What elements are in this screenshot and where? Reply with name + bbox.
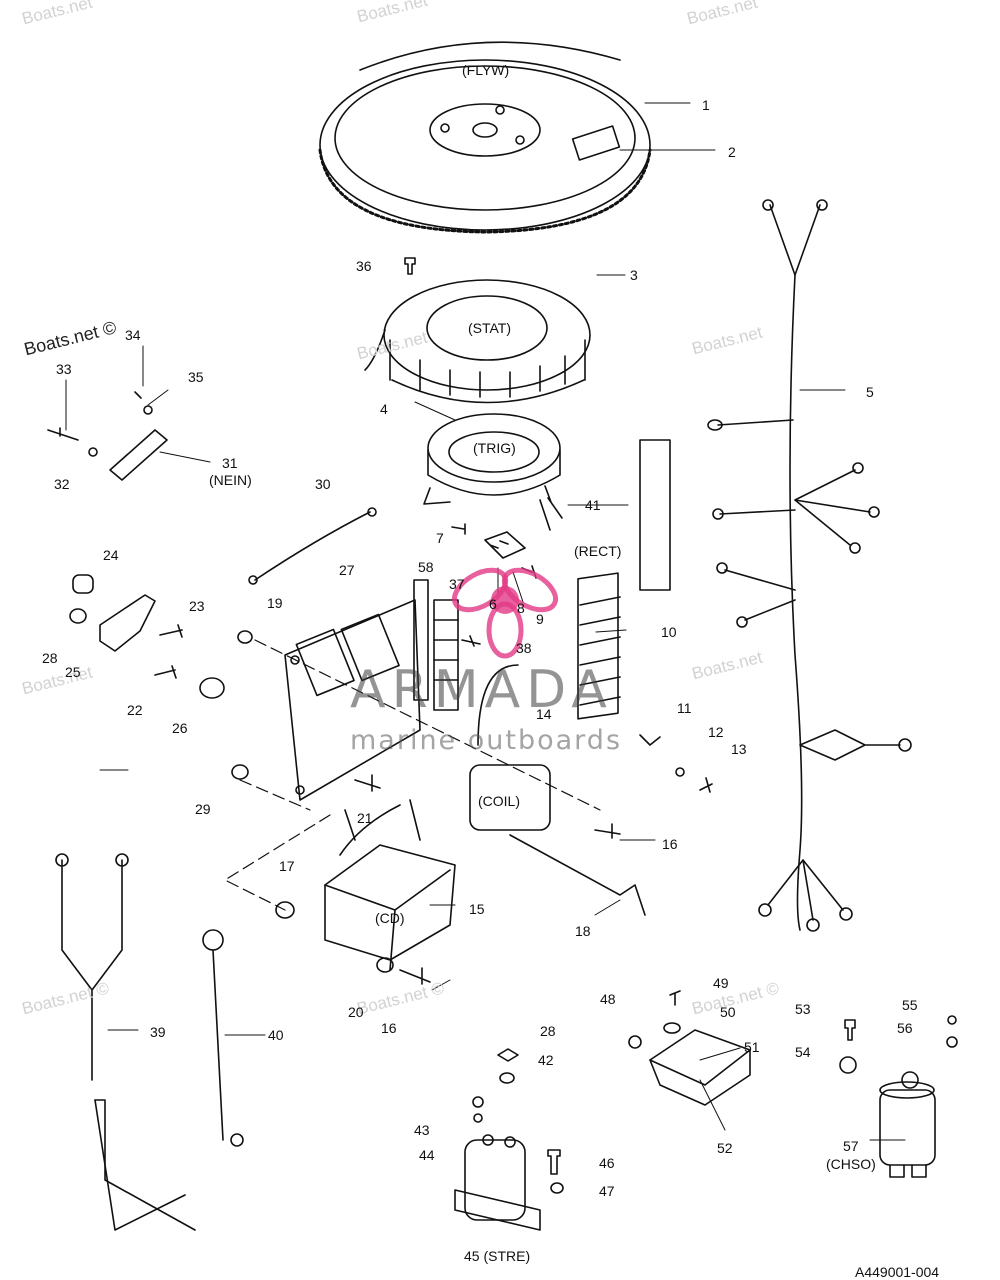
trigger-part [423,413,563,531]
callout-48: 48 [600,991,616,1007]
callout-47: 47 [599,1183,615,1199]
terminal-block-10 [577,572,621,720]
callout-8: 8 [517,600,525,616]
callout-28a: 28 [42,650,58,666]
label-coil: (COIL) [478,793,520,809]
callout-42: 42 [538,1052,554,1068]
callout-52: 52 [717,1140,733,1156]
label-cd: (CD) [375,910,405,926]
callout-10: 10 [661,624,677,640]
callout-13: 13 [731,741,747,757]
callout-50: 50 [720,1004,736,1020]
wiring-harness-part [707,199,912,932]
wire-30 [248,507,377,585]
callout-49: 49 [713,975,729,991]
callout-55: 55 [902,997,918,1013]
label-starter-relay: 45 (STRE) [464,1248,531,1264]
callout-17: 17 [279,858,295,874]
callout-43: 43 [414,1122,430,1138]
callout-2: 2 [728,144,736,160]
terminal-strips-37-58 [413,579,481,711]
callout-37: 37 [449,576,465,592]
decal-41 [639,439,671,591]
callout-6: 6 [489,596,497,612]
diagram-part-number: A449001-004 [855,1264,940,1280]
callout-16b: 16 [381,1020,397,1036]
ignition-coil-14 [469,664,646,916]
callout-53: 53 [795,1001,811,1017]
callout-1: 1 [702,97,710,113]
nein-part-31 [47,391,168,481]
stator-part [364,279,591,404]
callout-11: 11 [677,700,692,716]
logo-tagline: marine outboards [350,725,623,756]
callout-19: 19 [267,595,283,611]
bolt-36 [404,257,416,275]
callout-14: 14 [536,706,552,722]
logo-wordmark: ARMADA [350,660,613,720]
callout-51: 51 [744,1039,760,1055]
callout-15: 15 [469,901,485,917]
battery-cables-39-40 [55,853,244,1231]
callout-26: 26 [172,720,188,736]
callout-4: 4 [380,401,388,417]
callout-23: 23 [189,598,205,614]
regulator-51 [628,990,751,1106]
armada-logo-icon [451,567,559,659]
starter-relay-45 [454,1048,564,1231]
choke-solenoid-57 [839,1015,958,1178]
callout-28b: 28 [540,1023,556,1039]
callout-29: 29 [195,801,211,817]
label-chso-number: 57 [843,1138,859,1154]
callout-56: 56 [897,1020,913,1036]
callout-33: 33 [56,361,72,377]
callout-25: 25 [65,664,81,680]
callout-3: 3 [630,267,638,283]
callout-58: 58 [418,559,434,575]
bracket-parts [69,574,253,780]
callout-20: 20 [348,1004,364,1020]
callout-54: 54 [795,1044,811,1060]
callout-9: 9 [536,611,544,627]
callout-31: 31 [222,455,238,471]
cd-module-15 [275,774,456,985]
flywheel-part [318,41,652,234]
callout-27: 27 [339,562,355,578]
callout-16a: 16 [662,836,678,852]
callout-30: 30 [315,476,331,492]
callout-40: 40 [268,1027,284,1043]
label-chso: (CHSO) [826,1156,876,1172]
callout-18: 18 [575,923,591,939]
callout-24: 24 [103,547,119,563]
callout-21: 21 [357,810,373,826]
callout-36: 36 [356,258,372,274]
callout-34: 34 [125,327,141,343]
callout-38: 38 [516,640,532,656]
callout-32: 32 [54,476,70,492]
label-stator: (STAT) [468,320,512,336]
hardware-11-13 [639,734,713,793]
label-rectifier: (RECT) [574,543,622,559]
label-nein: (NEIN) [209,472,252,488]
callout-5: 5 [866,384,874,400]
callout-22: 22 [127,702,143,718]
label-flywheel: (FLYW) [462,62,510,78]
label-trigger: (TRIG) [473,440,516,456]
callout-39: 39 [150,1024,166,1040]
callout-46: 46 [599,1155,615,1171]
callout-12: 12 [708,724,724,740]
callout-41: 41 [585,497,601,513]
callout-35: 35 [188,369,204,385]
callout-44: 44 [419,1147,435,1163]
callout-7: 7 [436,530,444,546]
mounting-plate-27 [284,599,421,801]
